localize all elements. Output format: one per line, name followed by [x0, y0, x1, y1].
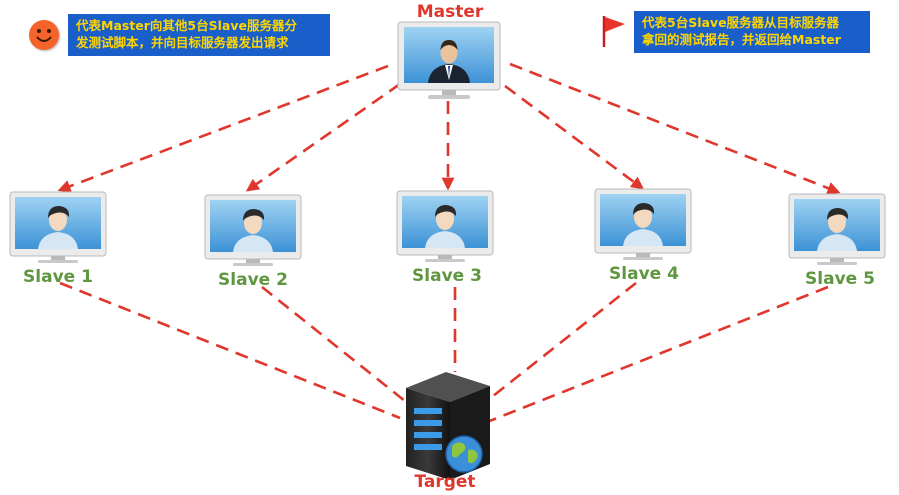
legend-report-line-2: 拿回的测试报告，并返回给Master: [642, 32, 841, 47]
edge-slave-5-target: [486, 285, 829, 424]
slave-monitor-5: [788, 193, 886, 265]
slave-monitor-4: [594, 188, 692, 260]
legend-report: 代表5台Slave服务器从目标服务器 拿回的测试报告，并返回给Master: [634, 11, 870, 53]
slave-monitor-1: [9, 191, 107, 263]
slave-monitor-3: [396, 190, 494, 262]
target-server: [406, 372, 490, 480]
edge-slave-2-target: [261, 285, 411, 407]
edge-master-slave-5: [509, 62, 841, 195]
legend-request-line-2: 发测试脚本，并向目标服务器发出请求: [76, 35, 289, 50]
flag-icon: [602, 16, 625, 47]
slave-label-3: Slave 3: [412, 266, 482, 286]
legend-request: 代表Master向其他5台Slave服务器分 发测试脚本，并向目标服务器发出请求: [68, 14, 330, 56]
master-label: Master: [417, 2, 484, 22]
slave-label-5: Slave 5: [805, 269, 875, 289]
edge-master-slave-2: [245, 82, 401, 192]
slave-label-1: Slave 1: [23, 267, 93, 287]
legend-request-line-1: 代表Master向其他5台Slave服务器分: [76, 18, 297, 33]
slave-label-2: Slave 2: [218, 270, 288, 290]
edge-slave-1-target: [59, 281, 401, 420]
target-label: Target: [414, 472, 475, 492]
slave-monitor-2: [204, 194, 302, 266]
edge-master-slave-4: [504, 84, 645, 190]
edge-master-slave-1: [57, 64, 389, 193]
globe-icon: [445, 435, 483, 473]
smiley-icon: [29, 20, 59, 50]
slave-label-4: Slave 4: [609, 264, 679, 284]
master-monitor: [397, 21, 501, 99]
legend-report-line-1: 代表5台Slave服务器从目标服务器: [642, 15, 840, 30]
edge-slave-4-target: [487, 281, 637, 402]
